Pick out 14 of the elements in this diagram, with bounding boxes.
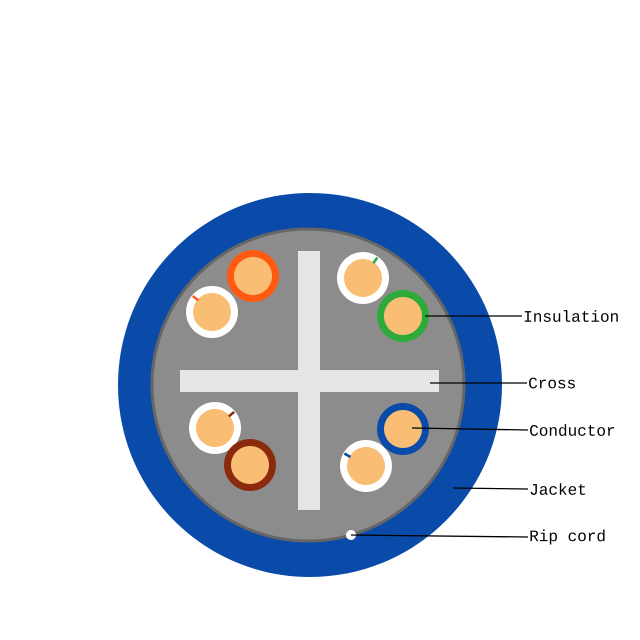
rip-cord [346, 530, 356, 540]
part-label: Insulation [524, 310, 618, 322]
insulated-wire [377, 290, 429, 342]
part-label: Jacket [530, 483, 586, 495]
leader-line [425, 315, 522, 317]
part-label: Rip cord [530, 530, 605, 544]
leader-line [430, 382, 527, 384]
leader-line [453, 487, 528, 490]
insulated-wire [377, 403, 429, 455]
leader-line [351, 534, 528, 538]
part-label: Conductor [530, 424, 614, 436]
part-label: Cross [529, 378, 575, 388]
cross-separator [180, 370, 439, 392]
leader-line [412, 427, 528, 431]
